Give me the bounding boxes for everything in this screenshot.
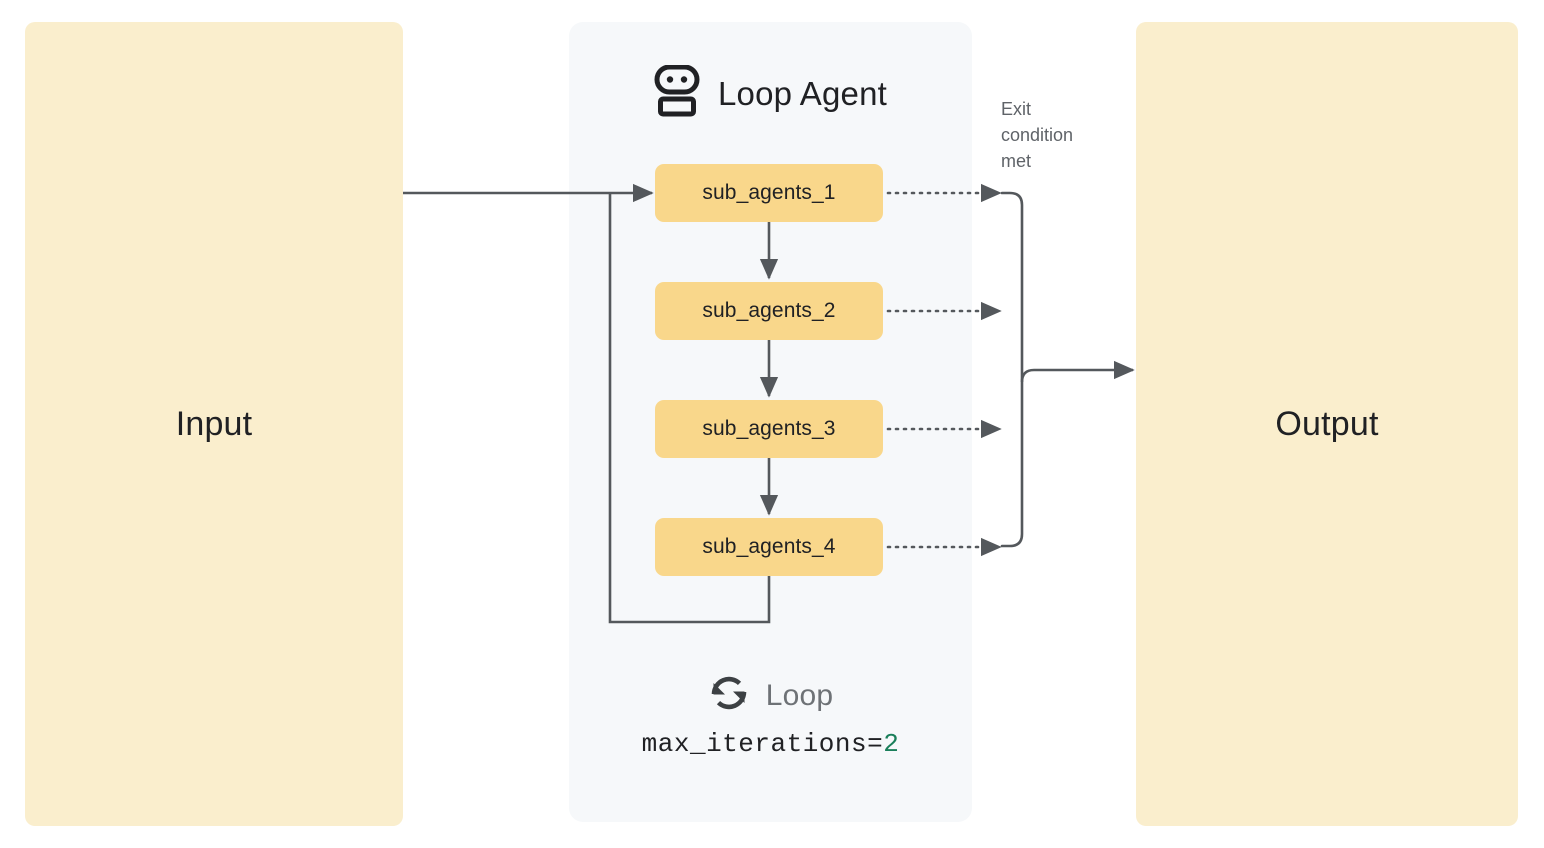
loop-agent-title: Loop Agent (718, 74, 887, 112)
loop-label: Loop (765, 678, 834, 712)
connector-exit-collector-bracket (1000, 191, 1024, 548)
input-panel-label: Input (175, 404, 253, 443)
input-panel: Input (25, 22, 403, 826)
sub-agent-label: sub_agents_3 (702, 417, 836, 440)
robot-icon (654, 64, 700, 122)
max-iterations-key: max_iterations= (641, 729, 884, 759)
loop-footer-row: Loop (708, 672, 834, 719)
sub-agent-label: sub_agents_2 (702, 299, 836, 322)
sub-agent-label: sub_agents_1 (702, 181, 836, 204)
connector-exit-to-output (1020, 360, 1135, 383)
sub-agent-box[interactable]: sub_agents_3 (655, 400, 883, 458)
output-panel: Output (1136, 22, 1518, 826)
exit-condition-label: Exit condition met (1001, 99, 1074, 171)
sub-agent-box[interactable]: sub_agents_4 (655, 518, 883, 576)
max-iterations-text: max_iterations=2 (642, 729, 900, 759)
loop-refresh-icon (708, 672, 750, 719)
loop-agent-header: Loop Agent (569, 62, 972, 124)
sub-agent-box[interactable]: sub_agents_1 (655, 164, 883, 222)
max-iterations-value: 2 (883, 729, 900, 759)
output-panel-label: Output (1275, 404, 1379, 443)
loop-footer: Loop max_iterations=2 (569, 672, 972, 759)
sub-agent-box[interactable]: sub_agents_2 (655, 282, 883, 340)
sub-agent-label: sub_agents_4 (702, 535, 836, 558)
